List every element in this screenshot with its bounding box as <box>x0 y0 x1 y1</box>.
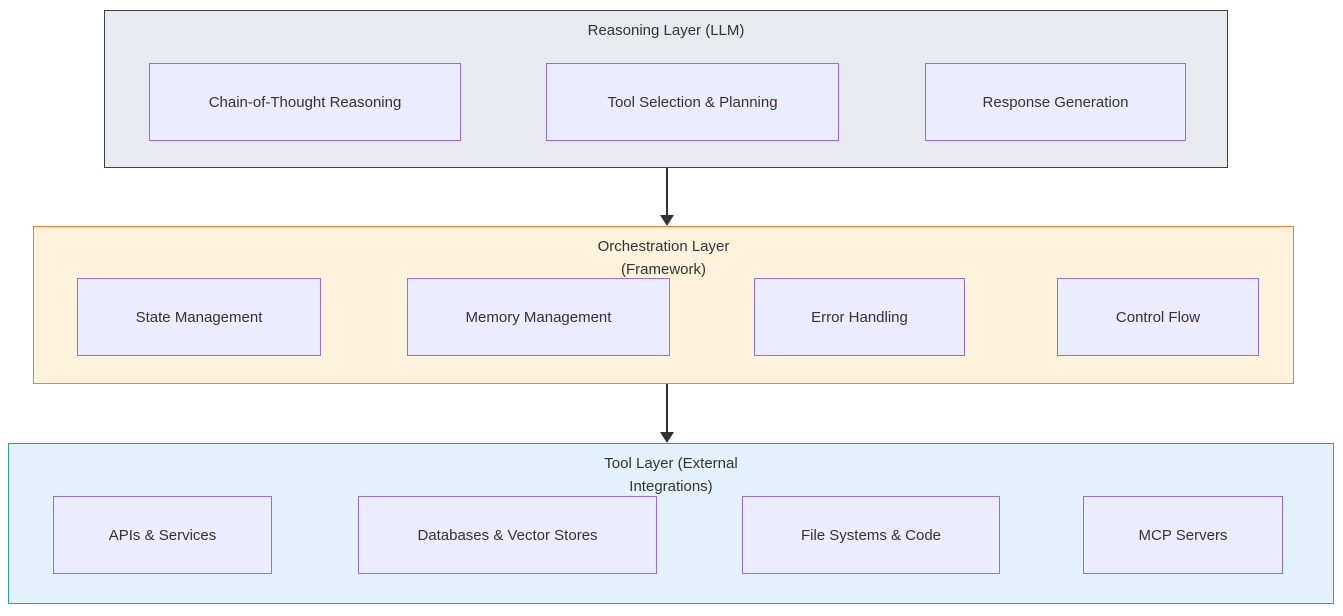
node-label: State Management <box>135 308 263 326</box>
node-label: Chain-of-Thought Reasoning <box>208 93 402 111</box>
arrow-line <box>666 384 668 433</box>
node-response-generation: Response Generation <box>925 63 1186 141</box>
orchestration-layer: Orchestration Layer (Framework) State Ma… <box>33 226 1294 384</box>
arrow-line <box>666 168 668 216</box>
reasoning-layer: Reasoning Layer (LLM) Chain-of-Thought R… <box>104 10 1228 168</box>
node-label: Tool Selection & Planning <box>607 93 778 111</box>
reasoning-layer-title-line: Reasoning Layer (LLM) <box>587 22 745 39</box>
node-label: Databases & Vector Stores <box>417 526 598 544</box>
node-error-handling: Error Handling <box>754 278 965 356</box>
node-memory-management: Memory Management <box>407 278 670 356</box>
arrowhead-down-icon <box>660 215 674 226</box>
tool-layer-title-line: Integrations) <box>629 478 713 495</box>
node-label: Response Generation <box>982 93 1129 111</box>
arrowhead-down-icon <box>660 432 674 443</box>
orchestration-layer-title-line: Orchestration Layer <box>597 238 730 255</box>
orchestration-layer-title: Orchestration Layer (Framework) <box>34 235 1293 281</box>
reasoning-layer-title: Reasoning Layer (LLM) <box>105 19 1227 42</box>
node-file-systems-code: File Systems & Code <box>742 496 1000 574</box>
node-label: Error Handling <box>811 308 908 326</box>
tool-layer-title-line: Tool Layer (External <box>604 455 738 472</box>
tool-layer-title: Tool Layer (External Integrations) <box>9 452 1333 498</box>
node-apis-services: APIs & Services <box>53 496 272 574</box>
node-label: File Systems & Code <box>800 526 942 544</box>
node-label: MCP Servers <box>1138 526 1228 544</box>
node-mcp-servers: MCP Servers <box>1083 496 1283 574</box>
node-tool-selection-planning: Tool Selection & Planning <box>546 63 839 141</box>
node-databases-vector-stores: Databases & Vector Stores <box>358 496 657 574</box>
node-label: Memory Management <box>465 308 612 326</box>
node-label: APIs & Services <box>108 526 217 544</box>
node-state-management: State Management <box>77 278 321 356</box>
tool-layer: Tool Layer (External Integrations) APIs … <box>8 443 1334 604</box>
node-label: Control Flow <box>1115 308 1201 326</box>
node-chain-of-thought-reasoning: Chain-of-Thought Reasoning <box>149 63 461 141</box>
node-control-flow: Control Flow <box>1057 278 1259 356</box>
orchestration-layer-title-line: (Framework) <box>621 261 706 278</box>
